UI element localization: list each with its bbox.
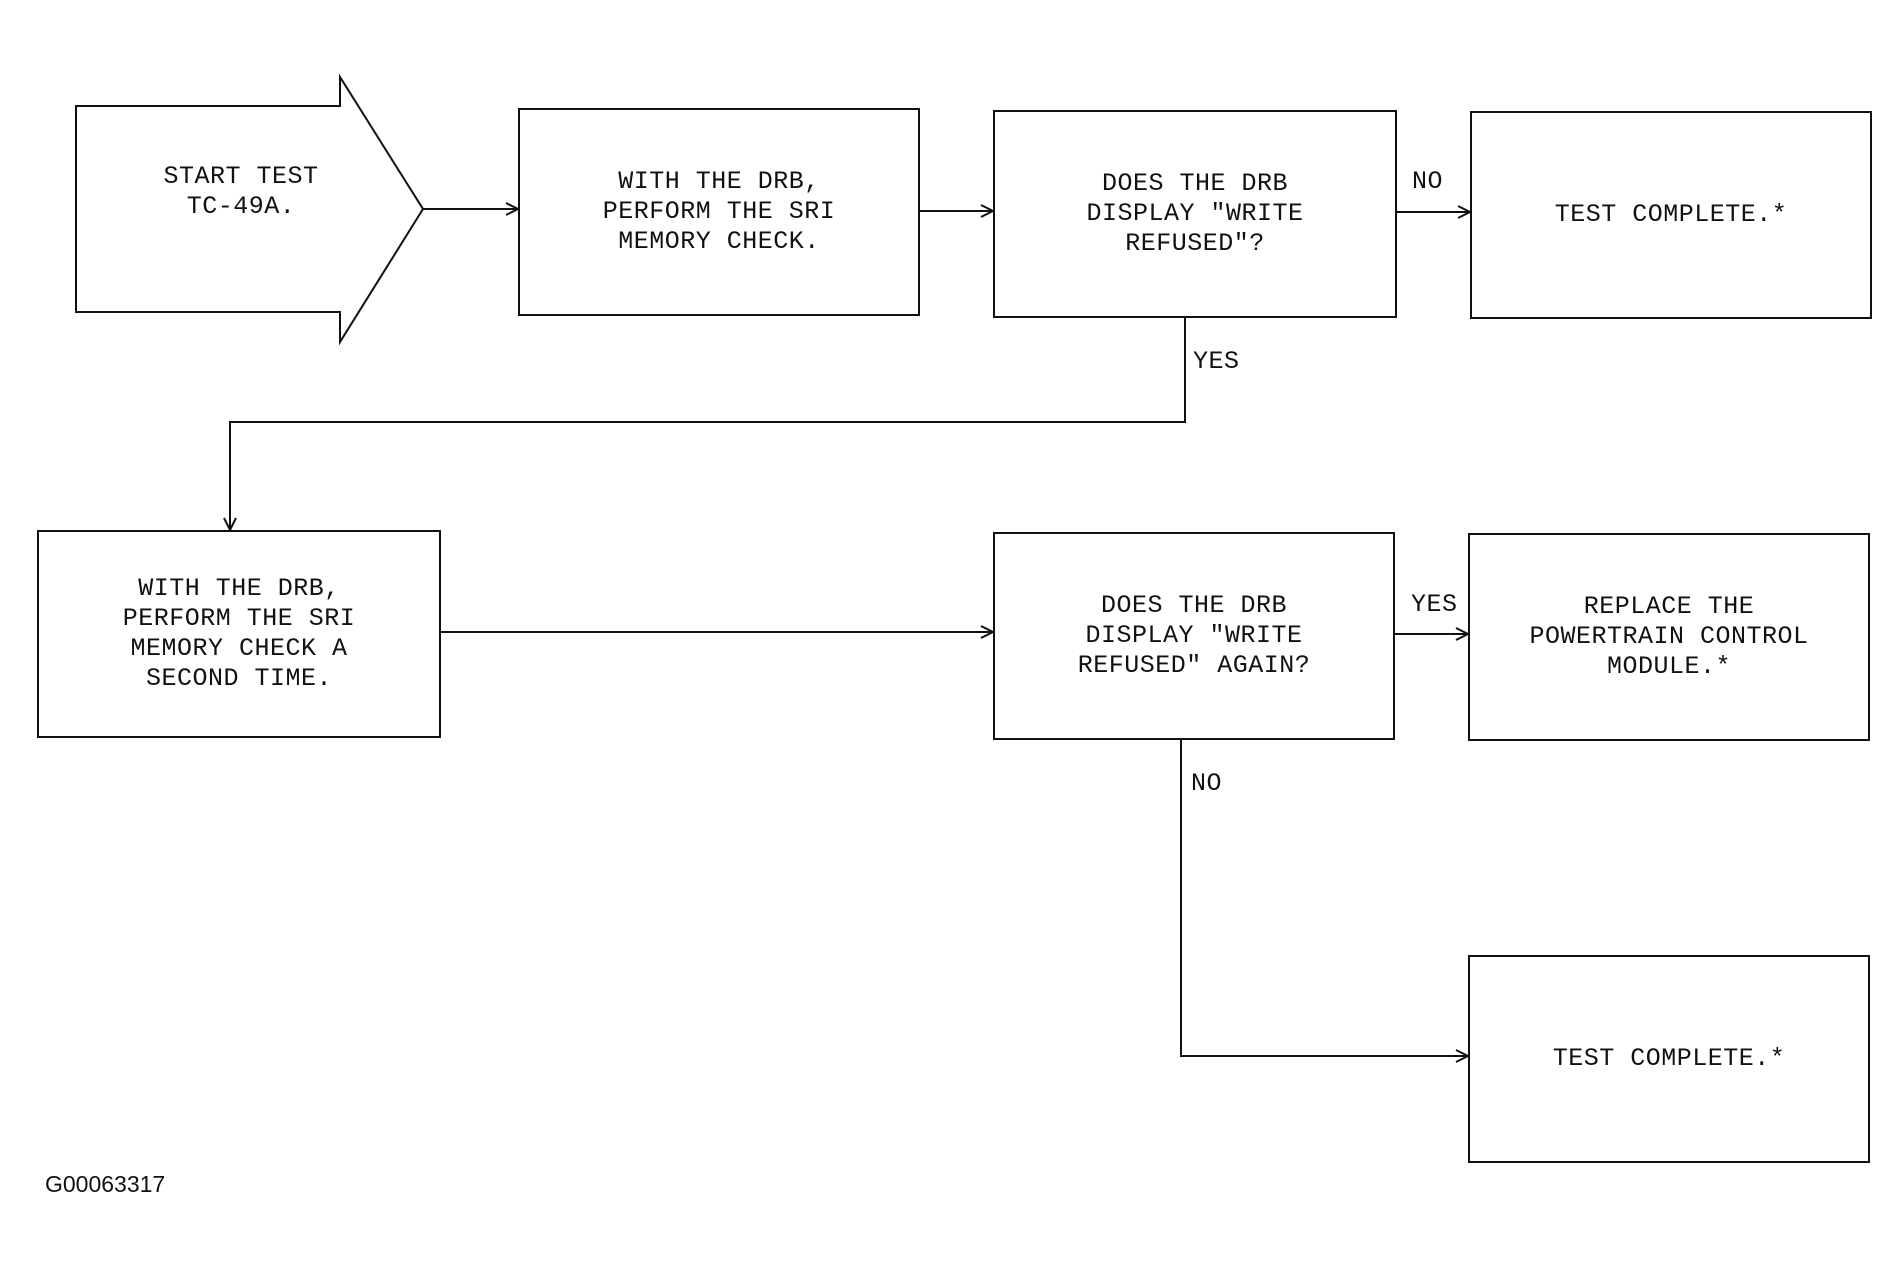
replace-node: REPLACE THE POWERTRAIN CONTROL MODULE.* xyxy=(1468,533,1870,741)
decision1-node: DOES THE DRB DISPLAY "WRITE REFUSED"? xyxy=(993,110,1397,318)
complete1-node: TEST COMPLETE.* xyxy=(1470,111,1872,319)
start-node-text: START TEST TC-49A. xyxy=(163,162,319,221)
edge-label-decision2-yes: YES xyxy=(1411,590,1458,619)
edge-label-decision1-yes: YES xyxy=(1193,347,1240,376)
figure-id: G00063317 xyxy=(45,1171,166,1197)
edge-label-decision1-no: NO xyxy=(1412,167,1444,196)
step2-node: WITH THE DRB, PERFORM THE SRI MEMORY CHE… xyxy=(37,530,441,738)
complete2-node: TEST COMPLETE.* xyxy=(1468,955,1870,1163)
step1-node: WITH THE DRB, PERFORM THE SRI MEMORY CHE… xyxy=(518,108,920,316)
edge-decision2-no-to-complete2 xyxy=(1180,738,1468,1056)
edge-decision1-yes-to-step2 xyxy=(230,317,1186,530)
decision2-node: DOES THE DRB DISPLAY "WRITE REFUSED" AGA… xyxy=(993,532,1395,740)
edge-label-decision2-no: NO xyxy=(1191,769,1223,798)
start-arrow-shape xyxy=(75,73,425,346)
